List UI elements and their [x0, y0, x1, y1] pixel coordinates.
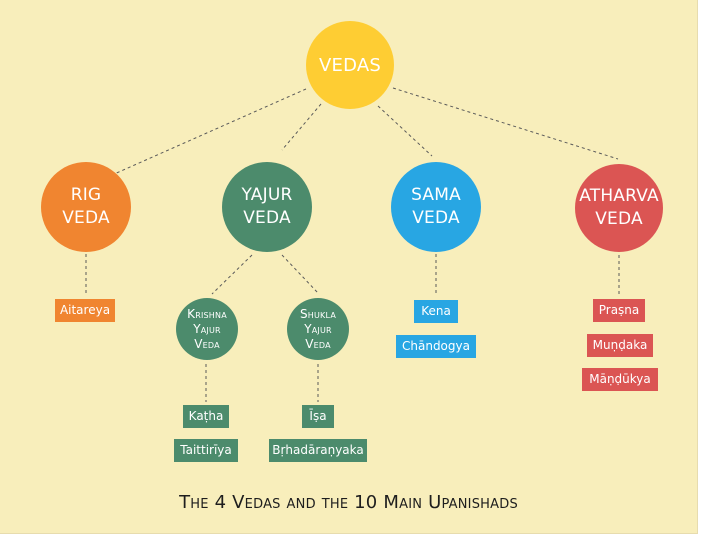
upanishad-isa: Īṣa — [302, 405, 334, 428]
sama-veda-label-line2: VEDA — [412, 208, 460, 228]
sama-veda-node: SAMA VEDA — [391, 162, 481, 252]
connector-yajur-shukla — [281, 254, 319, 294]
rig-veda-label-line2: VEDA — [62, 208, 110, 228]
rig-veda-node: RIG VEDA — [41, 162, 131, 252]
upanishad-brhadaranyaka: Bṛhadāraṇyaka — [269, 439, 367, 462]
connector-yajur-krishna — [211, 254, 253, 295]
upanishad-mandukya: Māṇḍūkya — [582, 368, 658, 391]
vedas-label: VEDAS — [319, 54, 381, 76]
shukla-yajur-veda-node: Shukla Yajur Veda — [287, 298, 349, 360]
yajur-veda-label-line1: YAJUR — [241, 185, 293, 205]
upanishad-aitareya: Aitareya — [55, 299, 115, 322]
connector-vedas-atharva — [392, 87, 619, 160]
upanishad-kena: Kena — [414, 300, 458, 323]
atharva-veda-node: ATHARVA VEDA — [575, 164, 663, 252]
upanishad-prasna: Praṣna — [593, 299, 645, 322]
upanishad-mundaka: Muṇḍaka — [587, 334, 653, 357]
yajur-veda-label-line2: VEDA — [243, 208, 291, 228]
yajur-veda-node: YAJUR VEDA — [222, 162, 312, 252]
upanishad-chandogya: Chāndogya — [396, 335, 476, 358]
connector-vedas-rig — [111, 88, 307, 176]
rig-veda-label-line1: RIG — [70, 185, 102, 205]
connector-vedas-sama — [377, 105, 433, 157]
upanishad-katha: Kaṭha — [183, 405, 229, 428]
diagram-title: The 4 Vedas and the 10 Main Upanishads — [179, 492, 518, 513]
upanishad-taittiriya: Taittirīya — [174, 439, 238, 462]
connector-vedas-yajur — [281, 103, 322, 151]
atharva-veda-label-line1: ATHARVA — [579, 186, 659, 206]
atharva-veda-label-line2: VEDA — [595, 209, 643, 229]
krishna-yajur-veda-node: Krishna Yajur Veda — [176, 298, 238, 360]
vedas-node: VEDAS — [306, 21, 394, 109]
sama-veda-label-line1: SAMA — [411, 185, 461, 205]
